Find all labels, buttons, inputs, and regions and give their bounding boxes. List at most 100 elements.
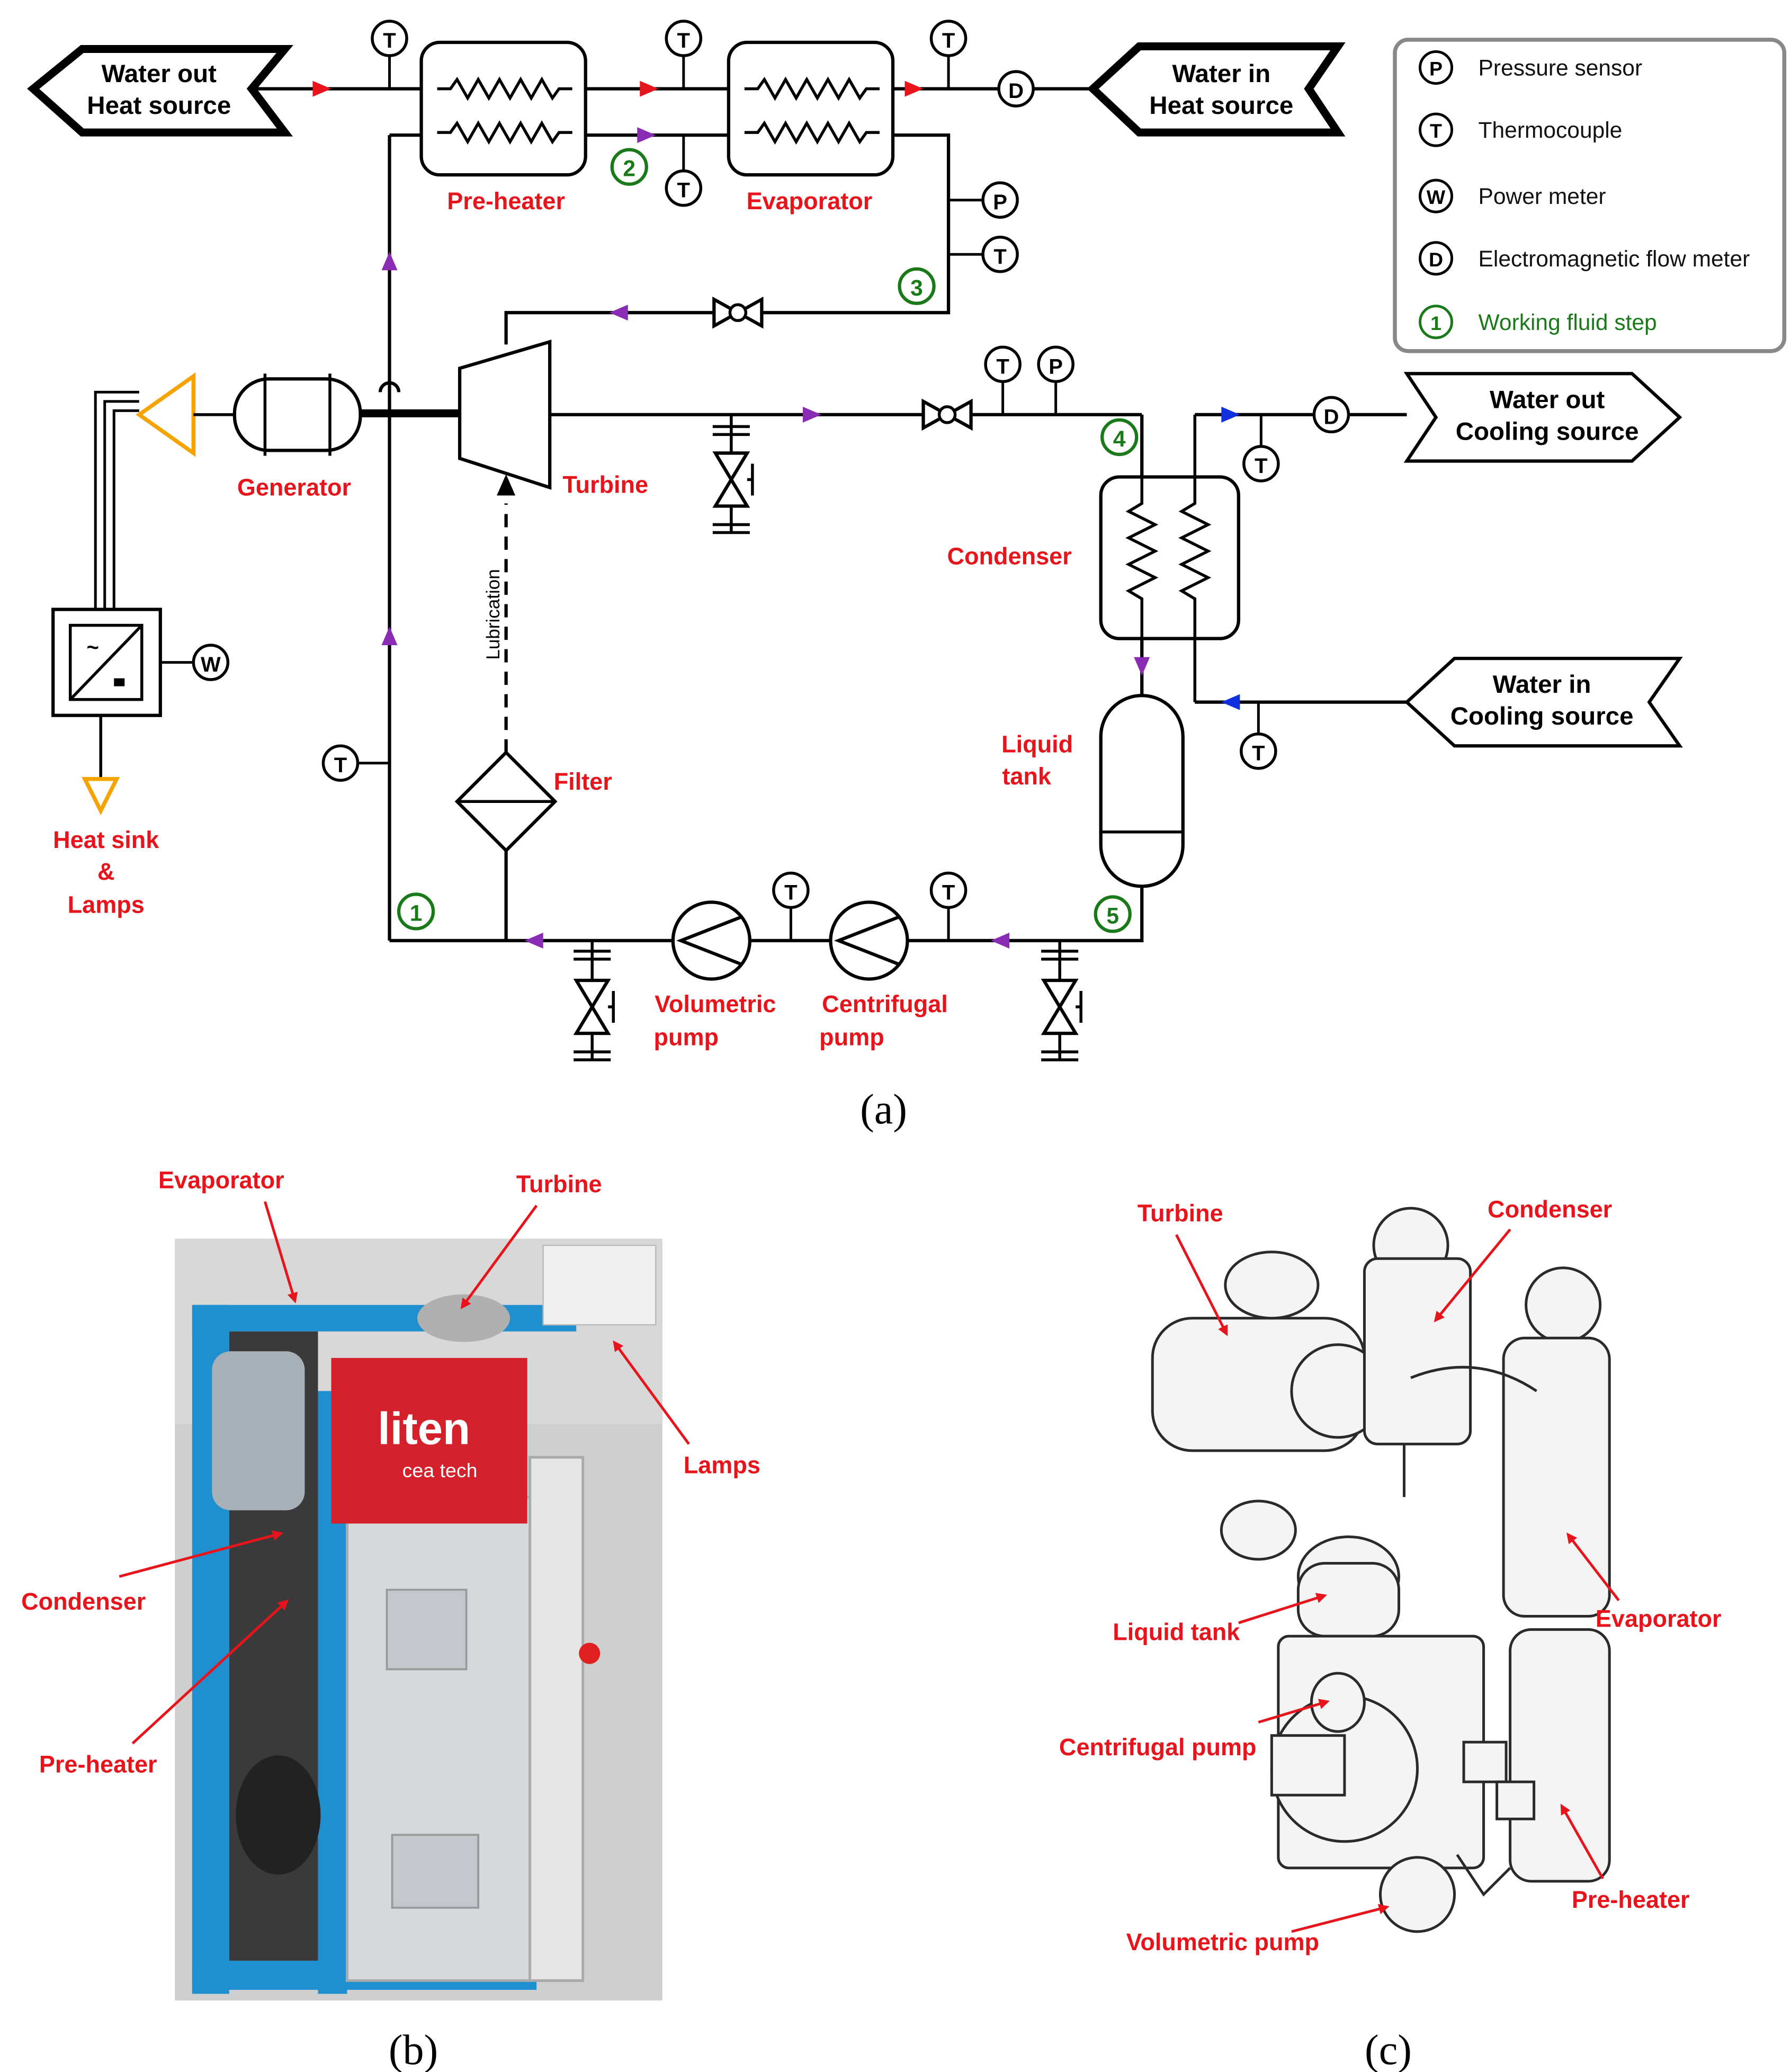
svg-text:T: T bbox=[677, 29, 691, 52]
c-preheater-label: Pre-heater bbox=[1572, 1886, 1690, 1913]
thermocouple-step2: T bbox=[665, 135, 703, 207]
heat-sink-line1: Heat sink bbox=[53, 826, 159, 853]
thermocouple-step4: T bbox=[984, 345, 1022, 415]
svg-text:D: D bbox=[1008, 79, 1024, 103]
fluid-arrow-to-tank bbox=[1134, 657, 1150, 676]
valve-turbine-outlet bbox=[921, 398, 973, 431]
drain-valve-bottom-left bbox=[573, 940, 615, 1061]
svg-text:T: T bbox=[784, 881, 798, 904]
thermocouple-cooling-out: T bbox=[1242, 414, 1280, 483]
step-5: 5 bbox=[1094, 895, 1132, 933]
filter-symbol: Filter bbox=[454, 750, 612, 941]
step-3: 3 bbox=[898, 267, 936, 305]
svg-text:T: T bbox=[993, 245, 1007, 269]
svg-text:Pressure sensor: Pressure sensor bbox=[1479, 56, 1643, 81]
thermocouple-heat-out: T bbox=[371, 20, 408, 89]
thermocouple-step1: T bbox=[321, 744, 390, 782]
svg-text:P: P bbox=[993, 191, 1007, 214]
legend: P Pressure sensor T Thermocouple W Power… bbox=[1393, 38, 1787, 353]
c-condenser-label: Condenser bbox=[1488, 1196, 1612, 1223]
water-out-cooling-line2: Cooling source bbox=[1456, 417, 1639, 445]
condenser-exchanger: Condenser bbox=[947, 414, 1240, 702]
legend-item-working-fluid-step: 1 Working fluid step bbox=[1419, 305, 1657, 340]
water-in-heat-line2: Heat source bbox=[1149, 92, 1293, 120]
heat-arrow-2 bbox=[640, 81, 659, 97]
svg-text:2: 2 bbox=[623, 157, 635, 182]
water-out-heat-line1: Water out bbox=[102, 60, 217, 88]
thermocouple-step3: T bbox=[948, 235, 1019, 273]
heat-arrow-1 bbox=[312, 81, 332, 97]
c-liquid-tank-label: Liquid tank bbox=[1113, 1619, 1240, 1646]
cooling-arrow-out bbox=[1221, 406, 1240, 423]
c-evaporator-label: Evaporator bbox=[1596, 1605, 1722, 1632]
svg-text:P: P bbox=[1429, 58, 1443, 80]
fluid-arrow-bottom-2 bbox=[991, 932, 1010, 949]
svg-text:T: T bbox=[1252, 742, 1265, 765]
thermocouple-heat-in: T bbox=[929, 20, 968, 89]
thermocouple-between-pumps: T bbox=[772, 871, 810, 941]
svg-text:3: 3 bbox=[910, 276, 923, 301]
svg-text:P: P bbox=[1049, 355, 1063, 378]
pressure-step3: P bbox=[948, 181, 1019, 219]
centrifugal-pump-line1: Centrifugal bbox=[822, 990, 948, 1017]
panel-c-cad-drawing: Turbine Condenser Evaporator Liquid tank… bbox=[1059, 1196, 1722, 2072]
fluid-arrow-to-evaporator bbox=[637, 127, 656, 144]
liquid-tank-line2: tank bbox=[1002, 763, 1052, 790]
centrifugal-pump-line2: pump bbox=[819, 1024, 884, 1051]
power-meter: W bbox=[160, 644, 230, 681]
water-in-cooling-line1: Water in bbox=[1493, 671, 1591, 699]
svg-text:T: T bbox=[677, 179, 691, 202]
heat-arrow-3 bbox=[905, 81, 924, 97]
c-volumetric-pump-label: Volumetric pump bbox=[1126, 1928, 1319, 1955]
thermocouple-heat-mid: T bbox=[665, 20, 703, 89]
flowmeter-heat-in: D bbox=[997, 70, 1035, 108]
svg-text:T: T bbox=[942, 881, 955, 904]
fluid-arrow-up-1 bbox=[381, 252, 398, 271]
generator-label: Generator bbox=[237, 474, 351, 501]
water-in-heat-line1: Water in bbox=[1172, 60, 1270, 88]
heat-sink-line3: Lamps bbox=[68, 891, 145, 918]
heat-sink-triangle bbox=[82, 777, 120, 816]
svg-text:Power meter: Power meter bbox=[1479, 184, 1606, 209]
svg-text:W: W bbox=[1427, 186, 1446, 208]
svg-text:1: 1 bbox=[410, 901, 423, 926]
svg-text:T: T bbox=[996, 355, 1009, 378]
liten-logo-text: liten bbox=[378, 1404, 470, 1454]
svg-text:D: D bbox=[1429, 248, 1443, 271]
panel-b-photo: liten cea tech Evaporator Turbine Lamps … bbox=[21, 1167, 760, 2072]
fluid-arrow-turbine-out bbox=[802, 406, 821, 423]
water-out-cooling-source: Water out Cooling source bbox=[1403, 372, 1682, 463]
cooling-arrow-in bbox=[1221, 694, 1240, 710]
volumetric-pump-symbol: Volumetric pump bbox=[654, 900, 776, 1051]
b-evaporator-label: Evaporator bbox=[158, 1167, 284, 1194]
preheater-label: Pre-heater bbox=[447, 187, 565, 215]
evaporator-label: Evaporator bbox=[747, 187, 873, 215]
drain-valve-bottom-right bbox=[1041, 940, 1082, 1061]
svg-text:Thermocouple: Thermocouple bbox=[1479, 118, 1623, 143]
svg-text:T: T bbox=[942, 29, 955, 52]
c-centrifugal-pump-label: Centrifugal pump bbox=[1059, 1734, 1257, 1761]
filter-label: Filter bbox=[554, 768, 612, 795]
svg-text:T: T bbox=[1255, 454, 1268, 478]
c-turbine-label: Turbine bbox=[1138, 1200, 1223, 1227]
generator-symbol: Generator bbox=[232, 373, 362, 501]
step-2: 2 bbox=[610, 148, 648, 186]
heat-sink-line2: & bbox=[97, 858, 115, 885]
panel-a-letter: (a) bbox=[860, 1086, 907, 1133]
water-out-heat-source: Water out Heat source bbox=[27, 45, 293, 137]
generator-output-triangle bbox=[136, 372, 196, 457]
turbine-symbol: Turbine bbox=[458, 340, 648, 498]
panel-c-letter: (c) bbox=[1365, 2027, 1412, 2072]
svg-text:T: T bbox=[1430, 120, 1442, 142]
fluid-arrow-to-turbine bbox=[609, 305, 628, 321]
evaporator-exchanger: Evaporator bbox=[727, 40, 895, 215]
valve-turbine-inlet bbox=[712, 296, 764, 329]
legend-item-flow-meter: D Electromagnetic flow meter bbox=[1419, 241, 1750, 276]
turbine-label: Turbine bbox=[562, 471, 648, 498]
water-in-heat-source: Water in Heat source bbox=[1087, 42, 1346, 137]
water-out-heat-line2: Heat source bbox=[87, 92, 231, 120]
svg-text:T: T bbox=[383, 29, 396, 52]
liten-logo bbox=[331, 1357, 527, 1524]
panel-a-schematic: Water out Heat source Water in Heat sour… bbox=[27, 20, 1787, 1133]
